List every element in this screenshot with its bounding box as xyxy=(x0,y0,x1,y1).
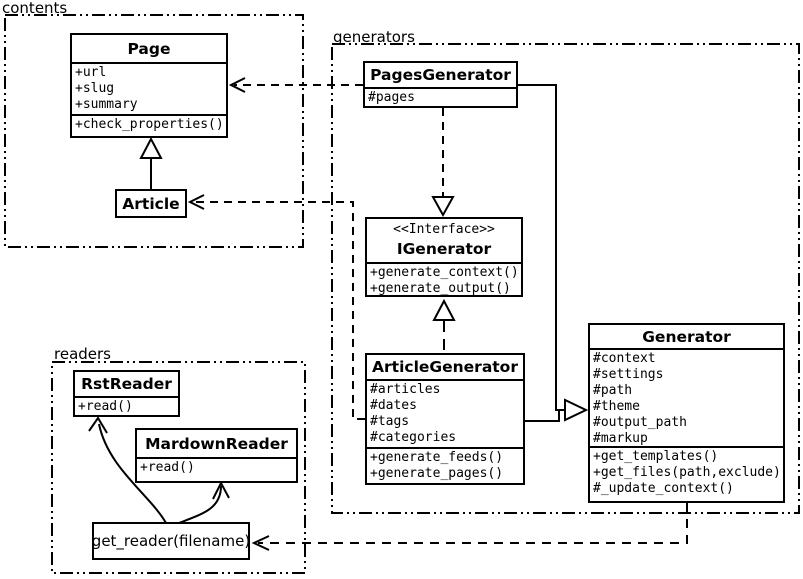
class-page-title: Page xyxy=(127,39,171,58)
edge-articlegenerator-inherits-generator xyxy=(525,410,560,422)
class-generator-title: Generator xyxy=(642,327,731,346)
inheritance-triangle-generator xyxy=(564,398,589,422)
attribute: #context xyxy=(593,351,656,366)
function-get-reader-label: get_reader(filename) xyxy=(91,532,251,550)
attribute: #pages xyxy=(368,90,415,105)
open-arrow-article xyxy=(187,194,205,210)
method: +get_files(path,exclude) xyxy=(593,465,781,480)
edge-generator-uses-getreader xyxy=(258,503,688,544)
attribute: +slug xyxy=(75,81,115,96)
method: +generate_pages() xyxy=(370,466,504,481)
class-igenerator: <<Interface>> IGenerator +generate_conte… xyxy=(365,217,523,297)
class-generator-methods: +get_templates() +get_files(path,exclude… xyxy=(590,446,783,501)
open-arrow-page xyxy=(228,77,246,93)
class-rstreader: RstReader +read() xyxy=(73,370,180,417)
class-articlegenerator-methods: +generate_feeds() +generate_pages() xyxy=(367,447,523,483)
class-igenerator-title: IGenerator xyxy=(396,239,492,258)
class-articlegenerator-title: ArticleGenerator xyxy=(372,358,518,376)
attribute: +summary xyxy=(75,97,138,112)
class-igenerator-methods: +generate_context() +generate_output() xyxy=(367,262,521,295)
class-pagesgenerator-attributes: #pages xyxy=(365,87,516,106)
function-get-reader: get_reader(filename) xyxy=(92,522,250,560)
class-article-title: Article xyxy=(122,194,180,213)
method: +read() xyxy=(78,399,133,414)
method: +check_properties() xyxy=(75,117,224,132)
class-page-methods: +check_properties() xyxy=(72,114,226,136)
attribute: #settings xyxy=(593,367,664,382)
class-articlegenerator: ArticleGenerator #articles #dates #tags … xyxy=(365,353,525,485)
inheritance-triangle-page xyxy=(139,136,163,159)
class-rstreader-methods: +read() xyxy=(75,396,178,415)
class-igenerator-stereotype: <<Interface>> xyxy=(393,221,495,237)
attribute: #articles xyxy=(370,382,441,397)
edge-pagesgenerator-inherits-generator xyxy=(518,84,565,411)
open-arrow-mardownreader xyxy=(212,480,230,500)
attribute: #dates xyxy=(370,398,417,413)
package-contents-border xyxy=(4,14,304,248)
attribute: #categories xyxy=(370,430,457,445)
package-contents-label: contents xyxy=(2,0,68,17)
class-mardownreader-title: MardownReader xyxy=(145,434,288,453)
edge-getreader-rstreader xyxy=(98,423,167,524)
class-generator: Generator #context #settings #path #them… xyxy=(588,323,785,503)
method: +generate_output() xyxy=(370,281,511,295)
edge-articlegenerator-uses-article xyxy=(195,201,365,420)
class-rstreader-title: RstReader xyxy=(81,375,172,393)
package-readers-label: readers xyxy=(54,345,111,363)
class-mardownreader: MardownReader +read() xyxy=(135,428,298,483)
class-pagesgenerator: PagesGenerator #pages xyxy=(363,61,518,108)
method: +read() xyxy=(140,460,195,475)
realization-triangle-igenerator-bottom xyxy=(432,298,456,321)
package-readers-border xyxy=(51,361,306,574)
realization-triangle-igenerator-top xyxy=(431,196,455,218)
class-mardownreader-methods: +read() xyxy=(137,457,296,481)
package-generators-label: generators xyxy=(333,28,415,46)
class-pagesgenerator-title: PagesGenerator xyxy=(370,66,511,84)
class-generator-attributes: #context #settings #path #theme #output_… xyxy=(590,348,783,446)
class-page: Page +url +slug +summary +check_properti… xyxy=(70,33,228,138)
class-articlegenerator-attributes: #articles #dates #tags #categories xyxy=(367,379,523,447)
attribute: +url xyxy=(75,65,107,80)
attribute: #markup xyxy=(593,431,648,446)
package-generators-border xyxy=(331,43,800,514)
open-arrow-rstreader xyxy=(88,416,108,434)
attribute: #theme xyxy=(593,399,640,414)
method: +generate_context() xyxy=(370,265,519,280)
class-igenerator-header: <<Interface>> IGenerator xyxy=(367,219,521,262)
edge-getreader-mardownreader xyxy=(178,485,222,524)
attribute: #path xyxy=(593,383,633,398)
method: #_update_context() xyxy=(593,481,734,496)
attribute: #tags xyxy=(370,414,410,429)
class-article: Article xyxy=(115,189,187,218)
method: +generate_feeds() xyxy=(370,450,504,465)
class-page-attributes: +url +slug +summary xyxy=(72,62,226,114)
open-arrow-getreader xyxy=(251,535,270,551)
attribute: #output_path xyxy=(593,415,687,430)
method: +get_templates() xyxy=(593,449,719,464)
